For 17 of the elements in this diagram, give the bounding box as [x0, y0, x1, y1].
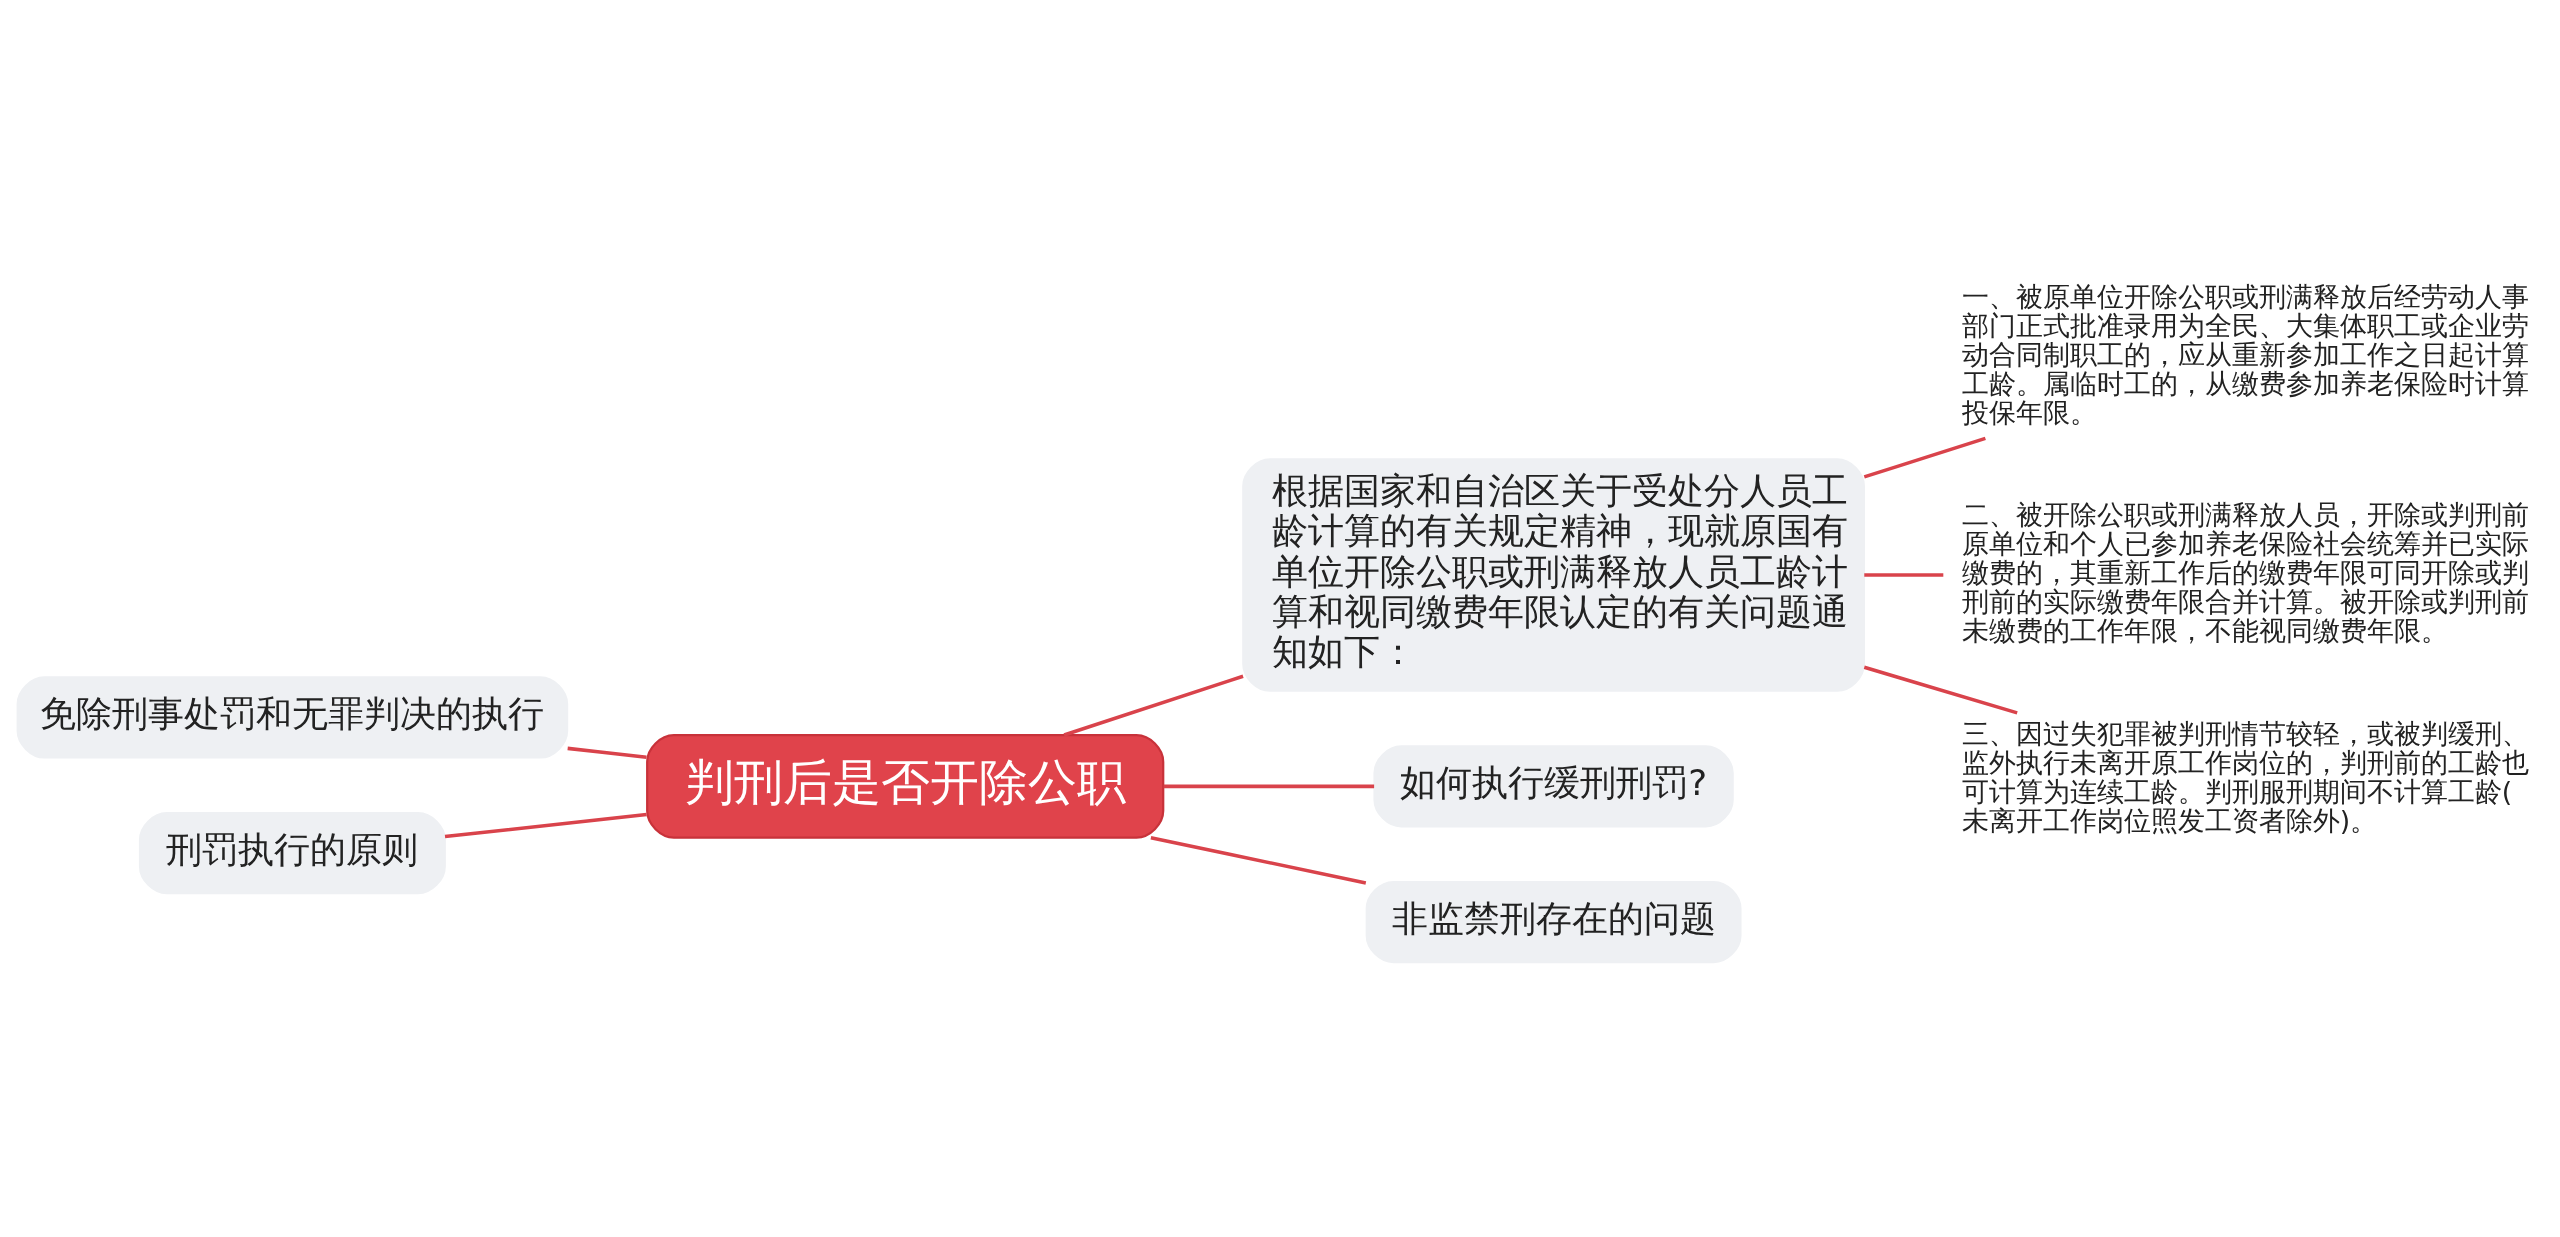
node-box: 免除刑事处罚和无罪判决的执行 — [16, 675, 569, 759]
node-text: 二、被开除公职或刑满释放人员，开除或判刑前原单位和个人已参加养老保险社会统筹并已实际缴费的，其重新工作后的缴费年限可同开除或判刑前的实际缴费年限合并计算。被开除或判刑前未缴费的工作年限，不能视同缴费年限。 — [1961, 498, 2529, 646]
node-box: 非监禁刑存在的问题 — [1365, 880, 1742, 963]
node-box: 判刑后是否开除公职 — [646, 733, 1165, 839]
connector — [1864, 572, 1944, 577]
connector — [1063, 674, 1244, 737]
node-text: 一、被原单位开除公职或刑满释放后经劳动人事部门正式批准录用为全民、大集体职工或企业劳动合同制职工的，应从重新参加工作之日起计算工龄。属临时工的，从缴费参加养老保险时计算投保年限。 — [1961, 280, 2529, 428]
connector — [444, 812, 647, 838]
connector — [567, 746, 647, 759]
node-box: 如何执行缓刑刑罚? — [1373, 744, 1734, 828]
connector — [1863, 665, 2018, 715]
connector — [1163, 784, 1375, 788]
connector — [1863, 436, 1986, 479]
node-box: 刑罚执行的原则 — [138, 811, 446, 894]
connector — [1150, 835, 1367, 885]
node-box: 根据国家和自治区关于受处分人员工龄计算的有关规定精神，现就原国有单位开除公职或刑满释放人员工龄计算和视同缴费年限认定的有关问题通知如下： — [1242, 457, 1865, 692]
node-text: 三、因过失犯罪被判刑情节较轻，或被判缓刑、监外执行未离开原工作岗位的，判刑前的工龄也可计算为连续工龄。判刑服刑期间不计算工龄(未离开工作岗位照发工资者除外)。 — [1961, 717, 2529, 836]
